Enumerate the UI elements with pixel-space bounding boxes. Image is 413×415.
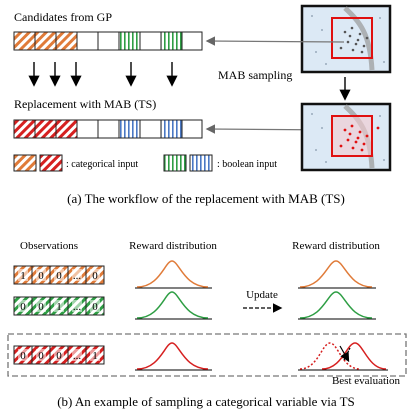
observation-digit: 0 xyxy=(38,350,44,362)
observation-digit: 0 xyxy=(56,270,62,282)
reward-dist-left-label: Reward distribution xyxy=(129,240,217,252)
observation-digit: 0 xyxy=(92,270,98,282)
observation-digit: ... xyxy=(73,270,82,282)
dist-orange-left xyxy=(136,260,209,288)
replacement-arrows xyxy=(28,62,178,87)
observation-cell-backdrop xyxy=(18,349,28,361)
observations-label: Observations xyxy=(20,240,78,252)
observation-cell-backdrop xyxy=(72,349,82,361)
observation-digit: ... xyxy=(73,301,82,313)
best-eval-label: Best evaluation xyxy=(332,375,401,387)
candidates-bar xyxy=(13,31,203,51)
dist-orange-right xyxy=(299,260,373,288)
observation-digit: 0 xyxy=(38,270,44,282)
dist-green-left xyxy=(136,291,209,319)
observation-cell-backdrop xyxy=(90,349,100,361)
replaced-bar xyxy=(13,119,203,139)
replacement-label: Replacement with MAB (TS) xyxy=(14,97,156,111)
mab-sampling-label: MAB sampling xyxy=(218,68,292,82)
caption-a: (a) The workflow of the replacement with… xyxy=(67,191,345,206)
observation-digit: ... xyxy=(73,350,82,362)
observation-cell-backdrop xyxy=(18,300,28,312)
legend: : categorical input : boolean input xyxy=(13,154,277,172)
observation-cell-backdrop xyxy=(18,269,28,281)
observation-digit: 0 xyxy=(38,301,44,313)
legend-categorical-orange-swatch xyxy=(13,154,37,172)
observation-cell-backdrop xyxy=(36,349,46,361)
dist-red-prior-dotted xyxy=(299,342,361,370)
observation-cell-backdrop xyxy=(54,269,64,281)
dist-red-posterior xyxy=(321,342,387,370)
dist-red-left xyxy=(136,342,209,370)
observation-digit: 1 xyxy=(92,350,98,362)
observation-digit: 0 xyxy=(92,301,98,313)
reward-distributions-right xyxy=(298,260,388,371)
legend-boolean-green-swatch xyxy=(163,154,187,172)
caption-b: (b) An example of sampling a categorical… xyxy=(57,394,355,409)
observation-cell-backdrop xyxy=(36,269,46,281)
observation-cell-backdrop xyxy=(54,300,64,312)
connector-arrow-top xyxy=(205,36,345,46)
highlight-box-red-row xyxy=(7,333,407,377)
observation-digit: 0 xyxy=(20,350,26,362)
update-label: Update xyxy=(246,289,278,301)
observation-digit: 0 xyxy=(56,350,62,362)
observation-digit: 1 xyxy=(20,270,26,282)
observation-digit: 1 xyxy=(56,301,62,313)
reward-distributions-left xyxy=(135,260,212,371)
observation-cell-backdrop xyxy=(90,300,100,312)
legend-boolean-blue-swatch xyxy=(189,154,213,172)
candidates-label: Candidates from GP xyxy=(14,10,112,24)
observation-cell-backdrop xyxy=(54,349,64,361)
dist-green-right xyxy=(299,291,373,319)
legend-boolean-label: : boolean input xyxy=(217,159,277,170)
observation-digit: 0 xyxy=(20,301,26,313)
observation-cell-backdrop xyxy=(72,300,82,312)
reward-dist-right-label: Reward distribution xyxy=(292,240,380,252)
search-space-panel-before xyxy=(300,4,392,74)
legend-categorical-red-swatch xyxy=(39,154,63,172)
observation-cell-backdrop xyxy=(72,269,82,281)
legend-categorical-label: : categorical input xyxy=(66,159,138,170)
observation-cell-backdrop xyxy=(36,300,46,312)
observation-cell-backdrop xyxy=(90,269,100,281)
search-space-panel-after xyxy=(300,102,392,172)
